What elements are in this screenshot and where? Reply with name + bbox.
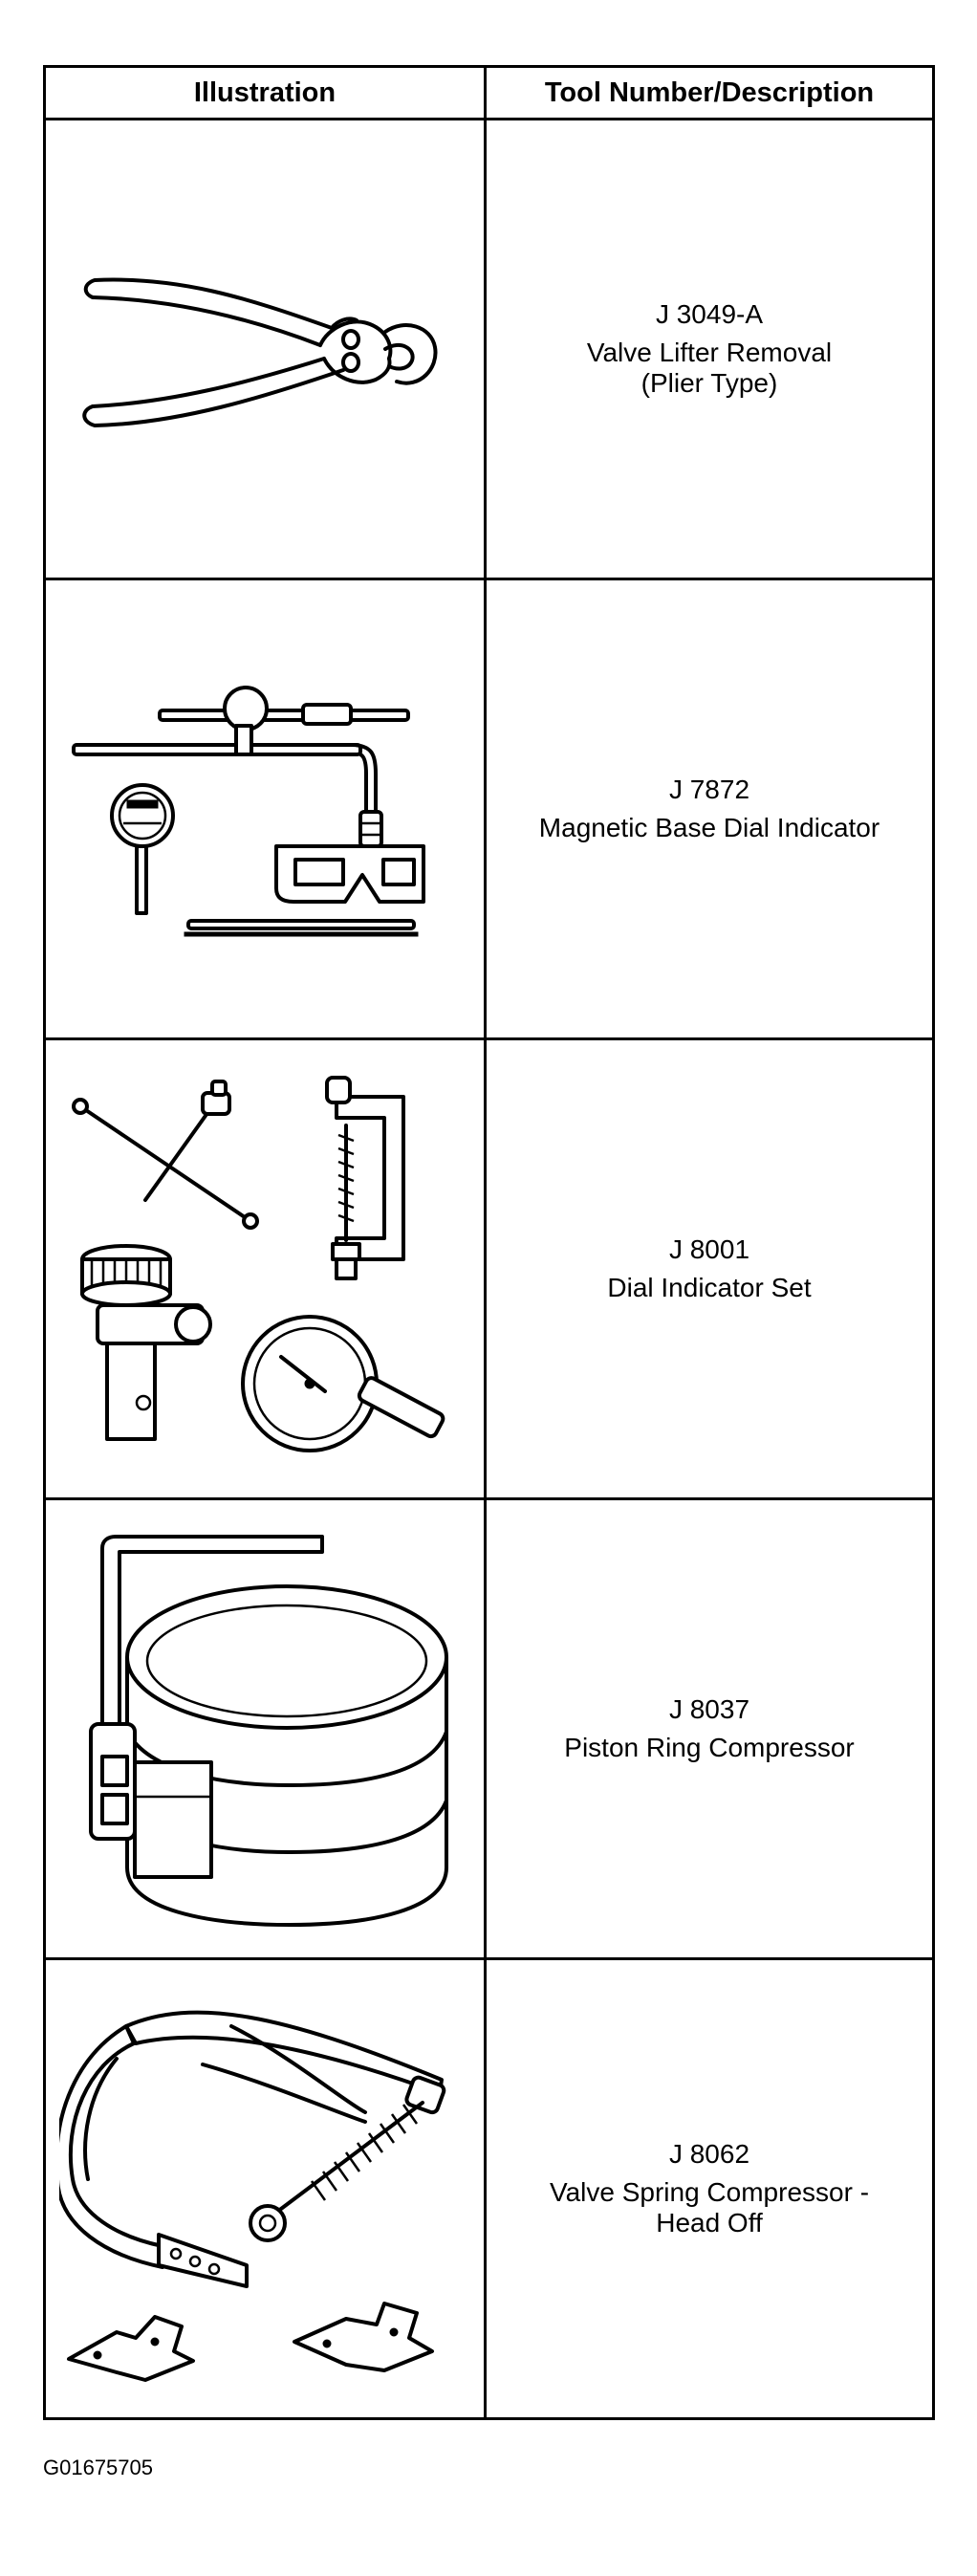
description-cell: J 8037 Piston Ring Compressor xyxy=(484,1497,935,1960)
figure-id: G01675705 xyxy=(43,2456,153,2479)
header-tool-number-description: Tool Number/Description xyxy=(484,65,935,120)
dial-indicator-set-icon xyxy=(72,1076,445,1452)
pliers-icon xyxy=(82,277,438,427)
tool-number: J 8062 xyxy=(668,2138,750,2169)
description-cell: J 8062 Valve Spring Compressor - Head Of… xyxy=(484,1957,935,2420)
illustration-cell xyxy=(43,1497,487,1960)
table-row: J 8037 Piston Ring Compressor xyxy=(43,1497,935,1960)
header-illustration: Illustration xyxy=(43,65,487,120)
tool-table: Illustration Tool Number/Description xyxy=(43,65,935,2420)
table-row: J 8001 Dial Indicator Set xyxy=(43,1037,935,1500)
illustration-cell xyxy=(43,1957,487,2420)
tool-number: J 7872 xyxy=(668,774,750,804)
illustration-cell xyxy=(43,578,487,1040)
illustration-cell xyxy=(43,1037,487,1500)
table-row: J 8062 Valve Spring Compressor - Head Of… xyxy=(43,1957,935,2420)
tool-number: J 8001 xyxy=(668,1233,750,1264)
illustration-cell xyxy=(43,118,487,580)
tool-description: Piston Ring Compressor xyxy=(564,1733,855,1762)
tool-description: Magnetic Base Dial Indicator xyxy=(538,813,880,842)
description-cell: J 3049-A Valve Lifter Removal (Plier Typ… xyxy=(484,118,935,580)
table-row: J 7872 Magnetic Base Dial Indicator xyxy=(43,578,935,1040)
valve-spring-compressor-icon xyxy=(59,2010,446,2382)
description-cell: J 8001 Dial Indicator Set xyxy=(484,1037,935,1500)
description-cell: J 7872 Magnetic Base Dial Indicator xyxy=(484,578,935,1040)
piston-ring-compressor-icon xyxy=(89,1535,448,1927)
header-row: Illustration Tool Number/Description xyxy=(43,65,935,120)
tool-description: Dial Indicator Set xyxy=(607,1273,812,1302)
tool-number: J 3049-A xyxy=(655,298,764,329)
magnetic-base-dial-indicator-icon xyxy=(72,686,425,937)
tool-description: Valve Lifter Removal (Plier Type) xyxy=(586,337,833,399)
tool-number: J 8037 xyxy=(668,1693,750,1724)
table-row: J 3049-A Valve Lifter Removal (Plier Typ… xyxy=(43,118,935,580)
tool-description: Valve Spring Compressor - Head Off xyxy=(549,2176,870,2238)
